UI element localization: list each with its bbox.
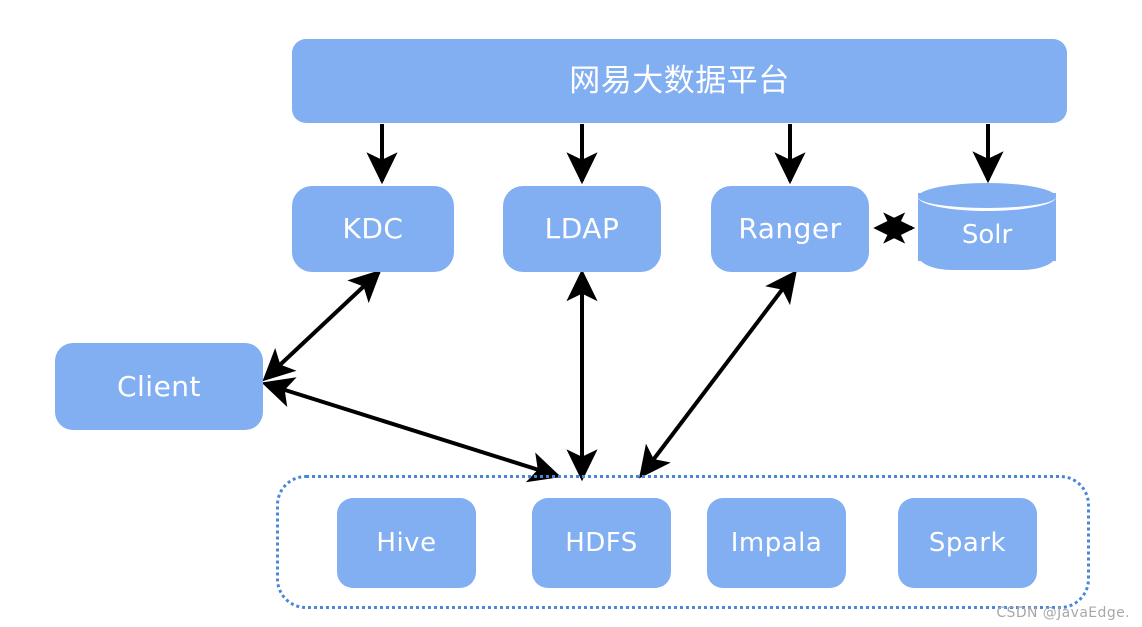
watermark: CSDN @JavaEdge. xyxy=(996,605,1130,621)
edge-client-hdfs xyxy=(261,377,562,483)
node-solr-label: Solr xyxy=(961,220,1013,250)
node-ranger[interactable]: Ranger xyxy=(711,186,869,272)
node-ldap[interactable]: LDAP xyxy=(503,186,661,272)
node-spark[interactable]: Spark xyxy=(898,498,1037,588)
node-platform[interactable]: 网易大数据平台 xyxy=(292,39,1067,123)
node-solr[interactable]: Solr xyxy=(918,183,1056,271)
node-kdc[interactable]: KDC xyxy=(292,186,454,272)
node-hive[interactable]: Hive xyxy=(337,498,476,588)
edge-client-kdc xyxy=(262,269,382,382)
node-hdfs[interactable]: HDFS xyxy=(532,498,671,588)
edge-ranger-hdfs xyxy=(639,270,797,479)
cylinder-top xyxy=(918,183,1056,211)
cluster-container xyxy=(276,475,1090,609)
node-client[interactable]: Client xyxy=(55,343,263,430)
node-impala[interactable]: Impala xyxy=(707,498,846,588)
